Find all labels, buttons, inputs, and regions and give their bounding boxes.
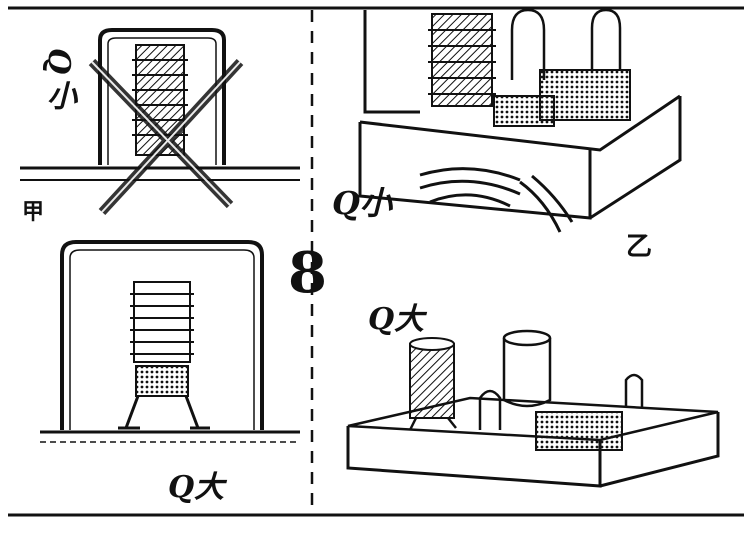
label-q-small-top-left: Q小 bbox=[41, 48, 76, 117]
label-panel-a: 甲 bbox=[22, 199, 45, 225]
bottom-right-chassis bbox=[346, 329, 720, 488]
bottom-left-shielded-coil bbox=[40, 240, 300, 443]
figure-number: 8 bbox=[288, 240, 327, 306]
label-q-large-bottom-right: Q大 bbox=[368, 302, 425, 337]
label-q-small-top-right: Q小 bbox=[332, 184, 392, 222]
label-q-large-bottom-left: Q大 bbox=[168, 470, 225, 505]
top-right-chassis bbox=[358, 8, 682, 233]
frame bbox=[8, 6, 744, 517]
label-panel-b: 乙 bbox=[626, 232, 653, 262]
top-left-shielded-coil bbox=[20, 28, 300, 216]
